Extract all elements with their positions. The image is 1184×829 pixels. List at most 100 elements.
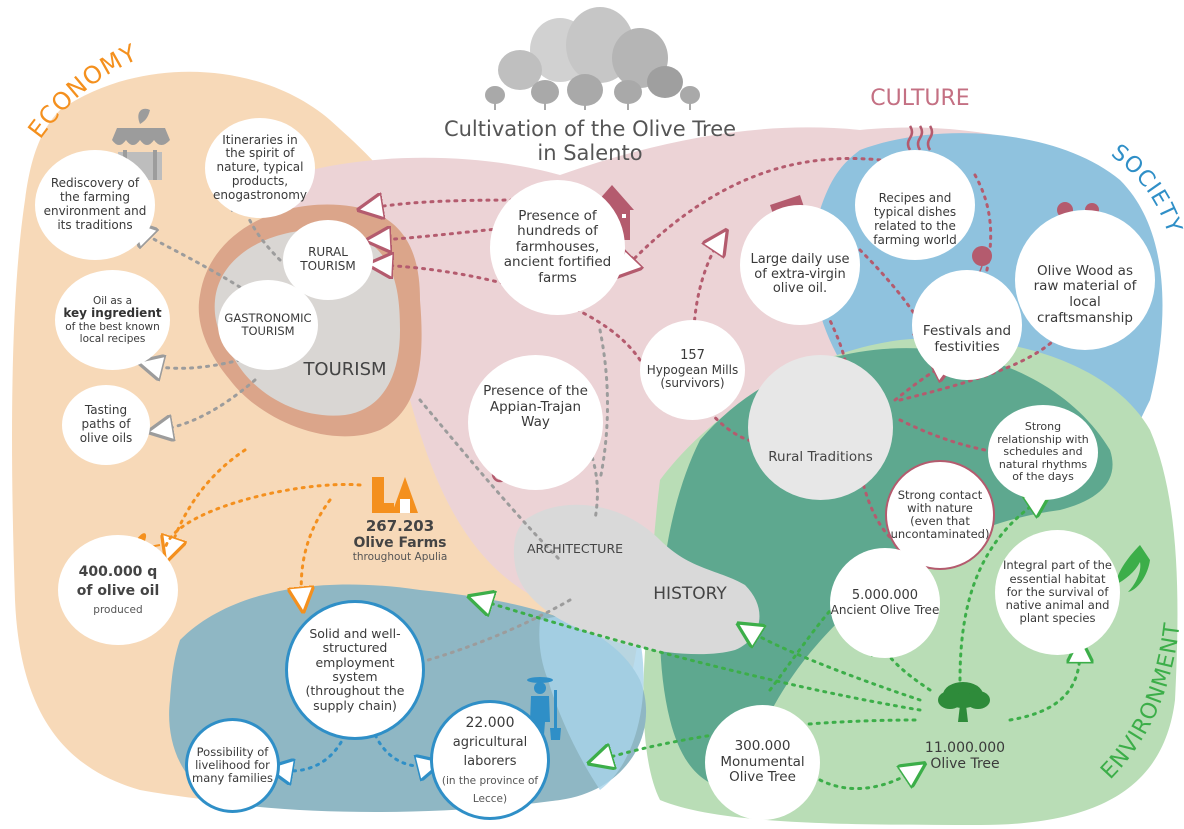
worker-icon [527, 677, 561, 740]
contact-nature-text: Strong contact with nature (even that un… [890, 487, 990, 542]
olive-oil-value: 400.000 q [78, 564, 158, 581]
oil-ingredient-pre: Oil as a [92, 295, 133, 307]
connector-grey [418, 398, 562, 562]
oil-ingredient-node: Oil as a key ingredient of the best know… [55, 270, 170, 370]
habitat-text: Integral part of the essential habitat f… [1002, 558, 1113, 626]
tasting-node: Tasting paths of olive oils [62, 385, 150, 465]
mills-value: 157 [680, 347, 705, 363]
history-label: HISTORY [653, 584, 727, 604]
recipes-node: Recipes and typical dishes related to th… [855, 150, 975, 260]
olive-oil-note: produced [93, 604, 143, 617]
olive-wood-text: Olive Wood as raw material of local craf… [1033, 262, 1137, 326]
farms-title: Olive Farms [353, 535, 447, 552]
appian-text: Presence of the Appian-Trajan Way [483, 383, 588, 431]
ancient-tree-node: 5.000.000 Ancient Olive Tree [830, 548, 940, 658]
olive-tree-value: 11.000.000 [924, 740, 1006, 756]
mills-node: 157 Hypogean Mills (survivors) [640, 320, 745, 420]
rural-tourism-line-1: RURAL [308, 245, 348, 260]
oil-ingredient-text: Oil as a key ingredient of the best know… [55, 295, 170, 345]
itineraries-text: Itineraries in the spirit of nature, typ… [212, 132, 307, 202]
mills-label: Hypogean Mills (survivors) [646, 362, 739, 391]
gastronomic-tourism-line-1: GASTRONOMIC [224, 310, 312, 325]
schedules-node: Strong relationship with schedules and n… [988, 405, 1098, 500]
laborers-label: agricultural laborers [452, 734, 528, 769]
monumental-text: 300.000 Monumental Olive Tree [705, 738, 820, 786]
connector-orange [301, 498, 332, 600]
daily-use-text: Large daily use of extra-virgin olive oi… [750, 251, 850, 297]
connector-orange [163, 482, 362, 552]
culture-title: CULTURE [870, 86, 969, 111]
connector-mauve [692, 240, 720, 362]
laborers-note: (in the province of Lecce) [441, 774, 539, 806]
farmhouses-node: Presence of hundreds of farmhouses, anci… [490, 180, 625, 315]
employment-region-light [539, 615, 644, 790]
mills-text: 157 Hypogean Mills (survivors) [640, 347, 745, 392]
oil-ingredient-post: of the best known local recipes [65, 320, 160, 345]
olive-tree-title: Olive Tree [930, 756, 1000, 773]
rediscovery-node: Rediscovery of the farming environment a… [35, 150, 155, 260]
employment-text: Solid and well-structured employment sys… [305, 625, 405, 713]
title-line-1: Cultivation of the Olive Tree [443, 117, 737, 141]
ancient-tree-value: 5.000.000 [851, 587, 919, 603]
connector-mauve [625, 157, 882, 268]
rediscovery-text: Rediscovery of the farming environment a… [43, 176, 147, 232]
olive-oil-label: of olive oil [76, 582, 160, 599]
page-title: Cultivation of the Olive Tree in Salento [390, 117, 790, 165]
connector-green [480, 600, 922, 712]
livelihood-node: Possibility of livelihood for many famil… [185, 718, 280, 813]
livelihood-text: Possibility of livelihood for many famil… [192, 744, 273, 786]
la-logo-icon [372, 477, 418, 513]
olive-oil-text: 400.000 q of olive oil produced [77, 562, 160, 617]
festivals-text: Festivals and festivities [922, 323, 1012, 355]
gastronomic-tourism-node: GASTRONOMIC TOURISM [218, 280, 318, 370]
connector-green [958, 500, 1040, 682]
farms-label: 267.203 Olive Farms throughout Apulia [335, 517, 465, 564]
farmhouses-text: Presence of hundreds of farmhouses, anci… [503, 207, 612, 286]
connector-mauve [378, 223, 542, 240]
farms-node [335, 465, 465, 595]
habitat-node: Integral part of the essential habitat f… [995, 530, 1120, 655]
rural-tourism-text: RURAL TOURISM [300, 245, 355, 274]
itineraries-node: Itineraries in the spirit of nature, typ… [205, 118, 315, 218]
laborers-node: 22.000 agricultural laborers (in the pro… [430, 700, 550, 820]
daily-use-node: Large daily use of extra-virgin olive oi… [740, 205, 860, 325]
monumental-node: 300.000 Monumental Olive Tree [705, 705, 820, 820]
connector-grey [160, 378, 257, 430]
oil-ingredient-bold: key ingredient [63, 306, 162, 321]
olive-tree-node [900, 665, 1030, 795]
gastronomic-tourism-line-2: TOURISM [241, 324, 295, 338]
connector-grey [598, 328, 609, 482]
connector-orange [170, 448, 247, 550]
olive-oil-node: 400.000 q of olive oil produced [58, 535, 178, 645]
connector-mauve [818, 298, 847, 362]
title-line-2: in Salento [537, 141, 643, 166]
tourism-hub-label: TOURISM [303, 359, 387, 380]
architecture-label: ARCHITECTURE [526, 541, 624, 556]
bird-icon [1115, 545, 1150, 592]
monumental-value: 300.000 [734, 738, 791, 755]
olive-tree-label: 11.000.000 Olive Tree [900, 740, 1030, 772]
farms-value: 267.203 [365, 517, 435, 535]
laborers-value: 22.000 [465, 715, 515, 732]
schedules-text: Strong relationship with schedules and n… [997, 419, 1089, 484]
monumental-label: Monumental Olive Tree [720, 753, 805, 786]
connector-green [748, 630, 922, 702]
trees-icon [485, 7, 700, 110]
gastronomic-tourism-text: GASTRONOMIC TOURISM [224, 310, 312, 338]
connector-green [1008, 650, 1080, 722]
ancient-tree-label: Ancient Olive Tree [830, 602, 940, 617]
connector-blue [280, 718, 352, 771]
olive-wood-node: Olive Wood as raw material of local craf… [1015, 210, 1155, 350]
ancient-tree-text: 5.000.000 Ancient Olive Tree [830, 587, 940, 618]
appian-node: Presence of the Appian-Trajan Way [468, 355, 603, 490]
festivals-node: Festivals and festivities [912, 270, 1022, 380]
tasting-text: Tasting paths of olive oils [79, 403, 133, 445]
connector-mauve [898, 418, 987, 452]
history-hub [513, 504, 760, 655]
farms-note: throughout Apulia [352, 551, 448, 564]
olive-tree-icon [938, 682, 990, 722]
rural-traditions-node: Rural Traditions [748, 355, 893, 500]
employment-node: Solid and well-structured employment sys… [285, 600, 425, 740]
laborers-text: 22.000 agricultural laborers (in the pro… [433, 713, 547, 806]
